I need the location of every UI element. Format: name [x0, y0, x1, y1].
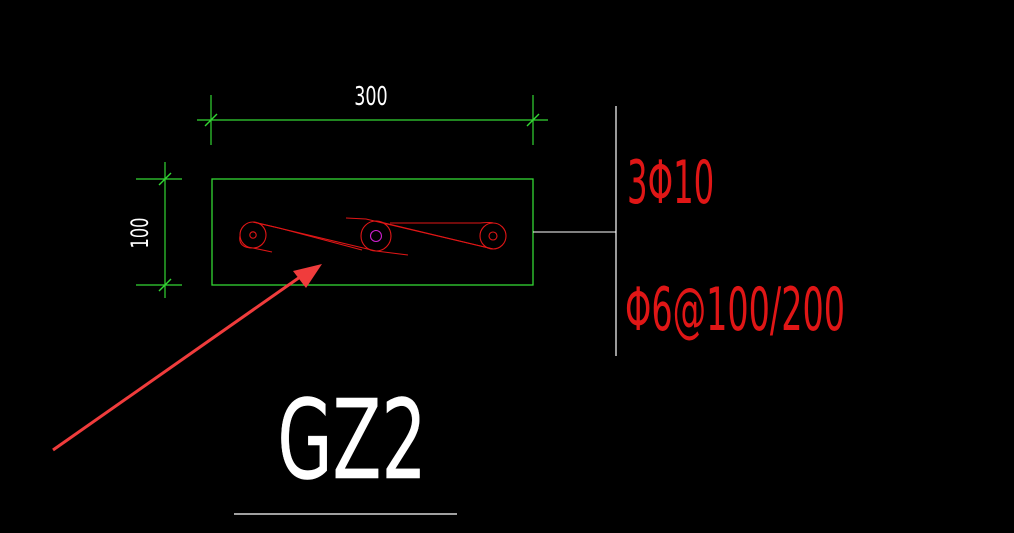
- rebar-middle-bar-core: [369, 229, 383, 243]
- height-tick-top: [158, 172, 172, 186]
- height-dimension-text: 100: [127, 218, 155, 249]
- rebar-group: [239, 217, 507, 256]
- member-label: GZ2: [277, 376, 426, 505]
- rebar-left-bar: [239, 221, 267, 249]
- height-tick-bottom: [158, 278, 172, 292]
- rebar-right-bar: [479, 222, 507, 250]
- pointer-arrow: [52, 264, 322, 452]
- longitudinal-rebar-text: 3Φ10: [627, 147, 714, 217]
- stirrup-rebar-text: Φ6@100/200: [625, 275, 845, 345]
- pointer-arrow-shaft: [52, 275, 301, 452]
- rebar-middle-bar: [360, 220, 392, 252]
- tie-upper-line: [252, 220, 494, 252]
- width-dimension: 300: [197, 82, 548, 145]
- rebar-right-bar-center: [488, 231, 498, 241]
- width-tick-right: [526, 113, 540, 127]
- width-tick-left: [204, 113, 218, 127]
- annotation-leader: [533, 106, 617, 356]
- width-dimension-text: 300: [354, 82, 387, 111]
- height-dimension: 100: [127, 162, 182, 298]
- pointer-arrow-head: [293, 264, 322, 288]
- rebar-left-bar-center: [249, 231, 257, 239]
